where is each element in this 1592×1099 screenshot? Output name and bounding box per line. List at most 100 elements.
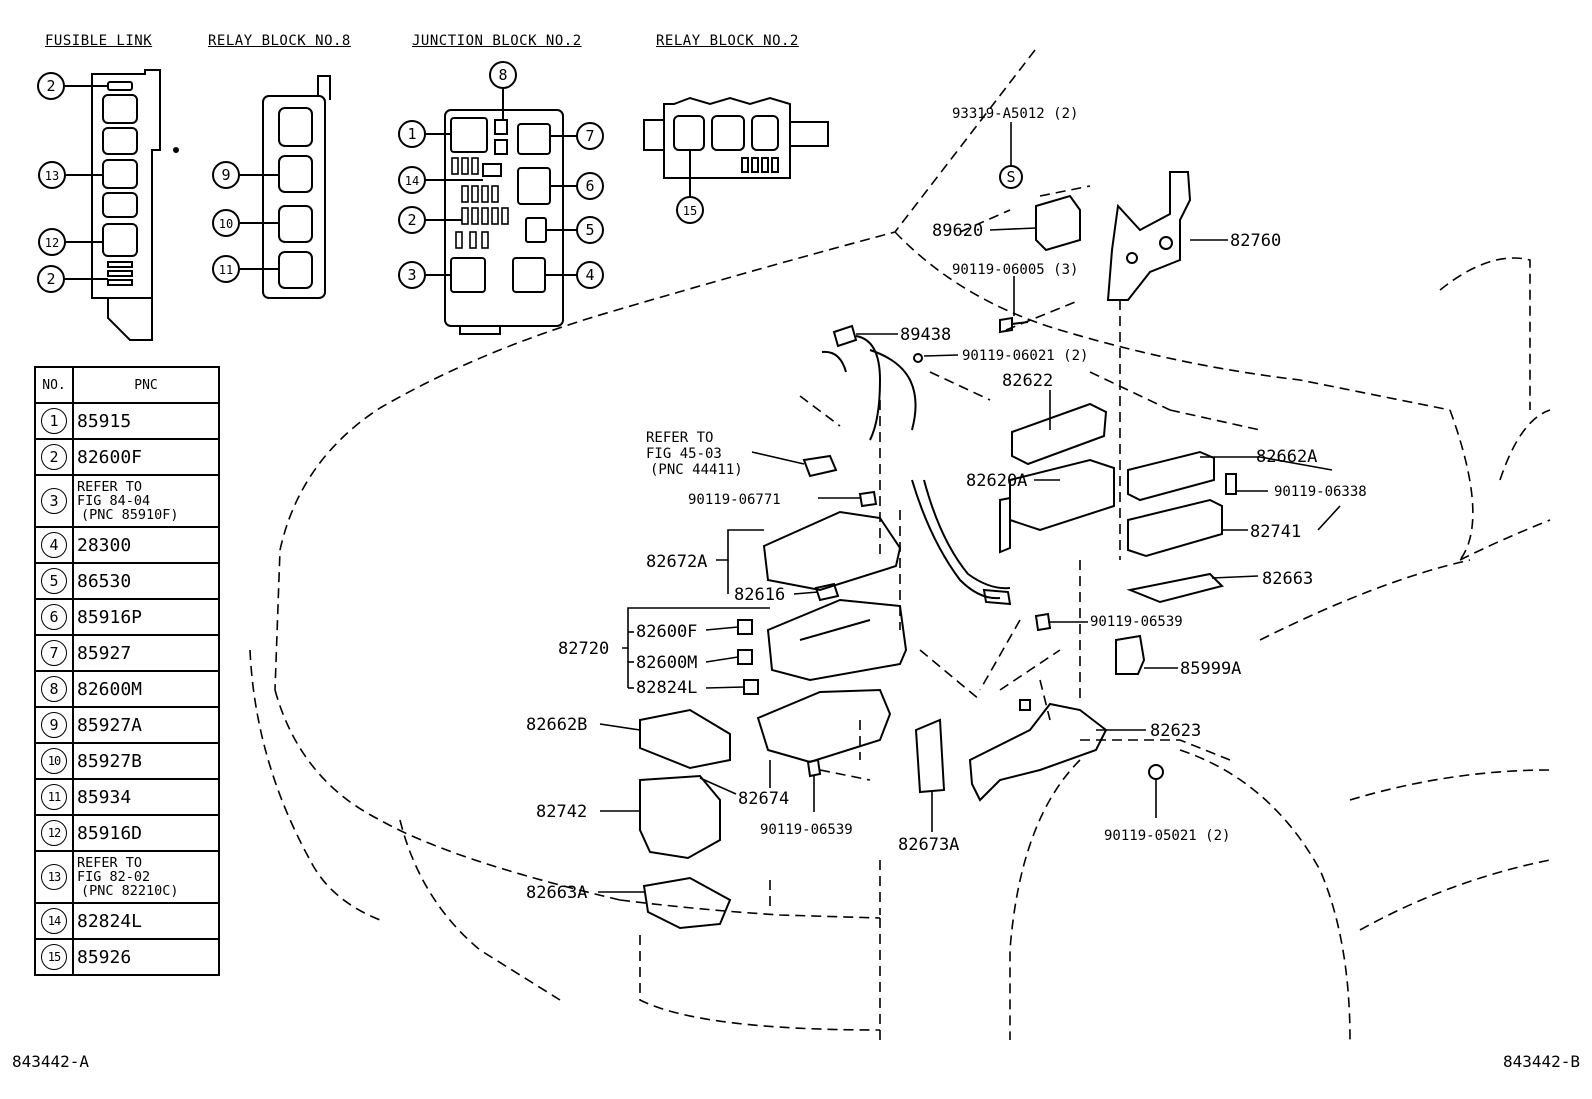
label-90119-06338: 90119-06338 bbox=[1274, 484, 1367, 500]
row-number-cell: 10 bbox=[34, 742, 74, 780]
junction-block-2-drawing bbox=[398, 61, 604, 335]
relay-block-2-drawing bbox=[643, 96, 829, 224]
label-82673A: 82673A bbox=[898, 835, 959, 855]
label-refer-line3: (PNC 44411) bbox=[650, 462, 743, 478]
label-90119-06539-a: 90119-06539 bbox=[1090, 614, 1183, 630]
relay-block-8-drawing bbox=[212, 75, 331, 299]
callout-jb-7: 7 bbox=[585, 127, 594, 145]
row-number-callout: 4 bbox=[41, 532, 67, 558]
callout-jb-4: 4 bbox=[585, 266, 594, 284]
row-pnc-cell: 85916D bbox=[72, 814, 220, 852]
callout-jb-2: 2 bbox=[407, 211, 416, 229]
table-row: 8 82600M bbox=[34, 670, 220, 708]
label-89620: 89620 bbox=[932, 221, 983, 241]
pnc-line: 85916D bbox=[77, 822, 143, 844]
row-number-callout: 3 bbox=[41, 488, 67, 514]
part-labels: 93319-A5012 (2) 89620 82760 90119-06005 … bbox=[526, 106, 1367, 903]
pnc-line: 85926 bbox=[77, 946, 132, 968]
pnc-line: (PNC 82210C) bbox=[81, 883, 179, 899]
callout-fl-2b: 2 bbox=[46, 270, 55, 288]
label-90119-05021: 90119-05021 (2) bbox=[1104, 828, 1230, 844]
figure-code-right: 843442-B bbox=[1502, 1052, 1580, 1071]
label-82760: 82760 bbox=[1230, 231, 1281, 251]
vehicle-outline bbox=[249, 49, 1551, 1041]
label-82620A: 82620A bbox=[966, 471, 1027, 491]
row-number-callout: 7 bbox=[41, 640, 67, 666]
row-pnc-cell: 82600M bbox=[72, 670, 220, 708]
row-number-cell: 4 bbox=[34, 526, 74, 564]
row-pnc-cell: 85927A bbox=[72, 706, 220, 744]
label-82600M: 82600M bbox=[636, 653, 697, 673]
pnc-line: 85915 bbox=[77, 410, 132, 432]
pnc-line: 82824L bbox=[77, 910, 143, 932]
row-number-cell: 9 bbox=[34, 706, 74, 744]
label-refer-line1: REFER TO bbox=[646, 430, 713, 446]
callout-jb-1: 1 bbox=[407, 125, 416, 143]
row-number-callout: 8 bbox=[41, 676, 67, 702]
callout-jb-14: 14 bbox=[405, 174, 419, 188]
table-row: 1 85915 bbox=[34, 402, 220, 440]
callout-rb8-10: 10 bbox=[219, 217, 233, 231]
row-number-cell: 8 bbox=[34, 670, 74, 708]
label-93319: 93319-A5012 (2) bbox=[952, 106, 1078, 122]
label-82600F: 82600F bbox=[636, 622, 697, 642]
pnc-line: 85916P bbox=[77, 606, 143, 628]
pnc-line: 82600M bbox=[77, 678, 143, 700]
pnc-line: FIG 84-04 bbox=[77, 493, 151, 509]
row-number-cell: 13 bbox=[34, 850, 74, 904]
row-number-cell: 5 bbox=[34, 562, 74, 600]
label-82720: 82720 bbox=[558, 639, 609, 659]
row-number-callout: 12 bbox=[41, 820, 67, 846]
row-pnc-cell: 82824L bbox=[72, 902, 220, 940]
parts-shapes bbox=[639, 165, 1237, 930]
label-90119-06539-b: 90119-06539 bbox=[760, 822, 853, 838]
label-82662B: 82662B bbox=[526, 715, 587, 735]
table-row: 11 85934 bbox=[34, 778, 220, 816]
label-82616: 82616 bbox=[734, 585, 785, 605]
pnc-line: 82600F bbox=[77, 446, 143, 468]
label-85999A: 85999A bbox=[1180, 659, 1241, 679]
row-number-callout: 11 bbox=[41, 784, 67, 810]
pnc-line: (PNC 85910F) bbox=[81, 507, 179, 523]
pnc-line: 85927 bbox=[77, 642, 132, 664]
pnc-line: 85934 bbox=[77, 786, 132, 808]
fusible-link-callouts bbox=[37, 72, 66, 293]
row-number-callout: 1 bbox=[41, 408, 67, 434]
fusible-link-drawing bbox=[64, 69, 179, 341]
title-junction-block-2: JUNCTION BLOCK NO.2 bbox=[412, 33, 582, 49]
callout-rb8-9: 9 bbox=[221, 166, 230, 184]
label-90119-06771: 90119-06771 bbox=[688, 492, 781, 508]
table-row: 6 85916P bbox=[34, 598, 220, 636]
title-relay-block-8: RELAY BLOCK NO.8 bbox=[208, 33, 351, 49]
label-refer-line2: FIG 45-03 bbox=[646, 446, 722, 462]
row-pnc-cell: 85927B bbox=[72, 742, 220, 780]
pnc-line: REFER TO bbox=[77, 479, 143, 495]
table-header-pnc: PNC bbox=[72, 366, 220, 404]
table-header-row: NO. PNC bbox=[34, 366, 220, 404]
row-number-callout: 15 bbox=[41, 944, 67, 970]
label-82674: 82674 bbox=[738, 789, 789, 809]
title-fusible-link: FUSIBLE LINK bbox=[45, 33, 153, 49]
label-82672A: 82672A bbox=[646, 552, 707, 572]
callout-jb-5: 5 bbox=[585, 221, 594, 239]
row-number-cell: 2 bbox=[34, 438, 74, 476]
callout-jb-8: 8 bbox=[498, 66, 507, 84]
label-90119-06005: 90119-06005 (3) bbox=[952, 262, 1078, 278]
row-number-cell: 14 bbox=[34, 902, 74, 940]
table-row: 7 85927 bbox=[34, 634, 220, 672]
row-number-callout: 9 bbox=[41, 712, 67, 738]
label-90119-06021: 90119-06021 (2) bbox=[962, 348, 1088, 364]
label-82623: 82623 bbox=[1150, 721, 1201, 741]
figure-code-left: 843442-A bbox=[12, 1052, 90, 1071]
table-header-no: NO. bbox=[34, 366, 74, 404]
table-row: 15 85926 bbox=[34, 938, 220, 976]
row-pnc-cell: 85934 bbox=[72, 778, 220, 816]
row-number-callout: 6 bbox=[41, 604, 67, 630]
